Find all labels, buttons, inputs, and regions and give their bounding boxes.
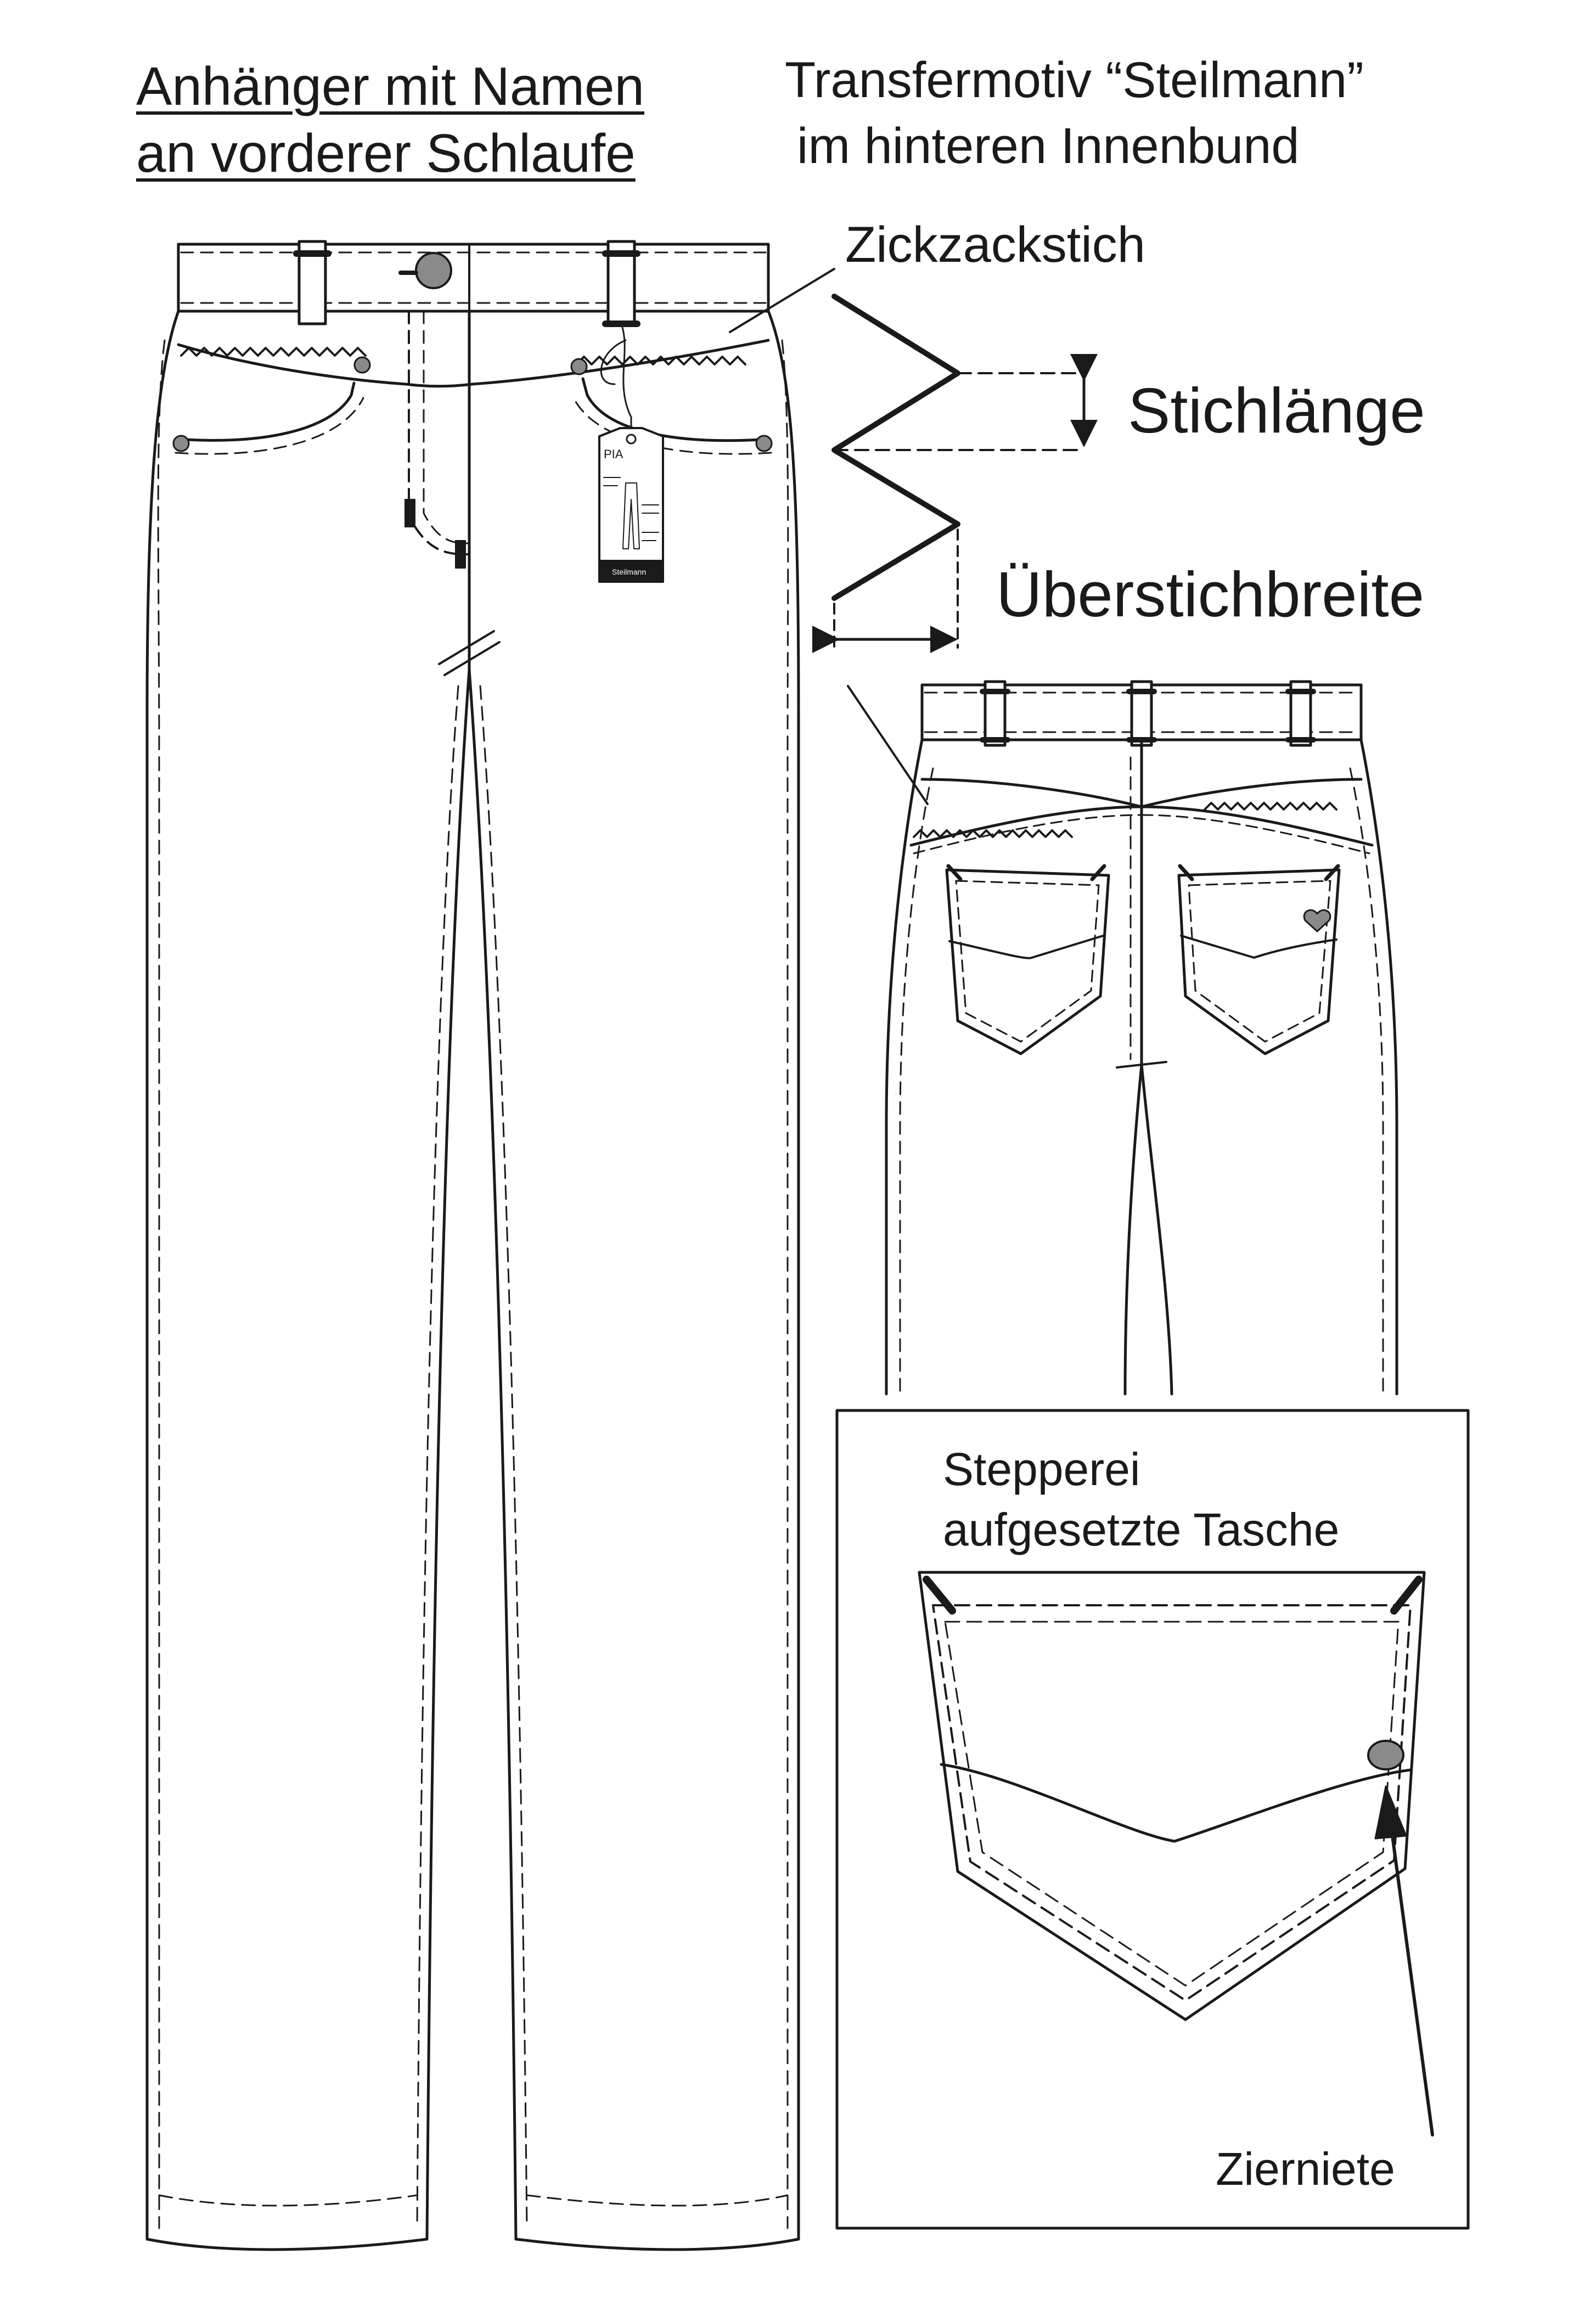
rivet-pointer-line bbox=[1390, 1826, 1434, 2137]
zigzag-stitch-sample bbox=[831, 294, 960, 601]
hangtag-model: PIA bbox=[604, 447, 623, 461]
label-stitch-length: Stichlänge bbox=[1128, 375, 1425, 446]
back-pocket-left bbox=[945, 868, 1110, 1055]
front-left-hem bbox=[145, 2237, 429, 2251]
front-fly-stitch bbox=[408, 310, 470, 555]
pocket-detail bbox=[918, 1571, 1434, 2137]
front-view-trousers bbox=[145, 240, 800, 2251]
front-rivet-left-icon bbox=[172, 435, 190, 452]
front-right-inseam bbox=[468, 668, 518, 2241]
front-zigzag-stitch-right bbox=[575, 356, 746, 366]
transfer-leader-line bbox=[847, 685, 929, 805]
hangtag bbox=[598, 427, 664, 583]
detail-pocket-outline bbox=[918, 1571, 1426, 2021]
back-heart-rivet-icon bbox=[1303, 909, 1331, 932]
label-transfer-line1: Transfermotiv “Steilmann” bbox=[785, 52, 1364, 108]
detail-box-frame bbox=[835, 1409, 1470, 2230]
back-left-side-seam bbox=[885, 738, 924, 1396]
back-pocket-right bbox=[1177, 868, 1341, 1055]
rivet-pointer-arrow-icon bbox=[1374, 1785, 1407, 1840]
front-pocket-left bbox=[177, 381, 356, 442]
zigzag-leader-line bbox=[729, 268, 835, 333]
back-view-trousers bbox=[885, 680, 1398, 1396]
front-left-side-seam bbox=[145, 310, 180, 2241]
back-zigzag-stitch-left bbox=[913, 829, 1073, 838]
front-waistband bbox=[177, 243, 770, 313]
label-tag-line1: Anhänger mit Namen bbox=[136, 56, 645, 116]
front-right-side-seam bbox=[767, 310, 800, 2241]
zigzag-stitch-diagram bbox=[812, 294, 1098, 653]
label-transfer-line2: im hinteren Innenbund bbox=[797, 118, 1300, 174]
label-rivet: Zierniete bbox=[1216, 2143, 1395, 2195]
hangtag-brand: Steilmann bbox=[612, 567, 646, 576]
back-zigzag-stitch-right bbox=[1204, 802, 1338, 811]
front-zigzag-stitch-left bbox=[180, 347, 367, 357]
front-rivet-right-icon bbox=[755, 435, 773, 452]
front-left-inseam bbox=[425, 668, 471, 2241]
front-button-icon bbox=[415, 252, 452, 289]
label-tag-line2: an vorderer Schlaufe bbox=[136, 123, 636, 183]
detail-rivet-icon bbox=[1367, 1740, 1404, 1770]
back-right-side-seam bbox=[1359, 738, 1398, 1396]
label-zigzag: Zickzackstich bbox=[845, 217, 1145, 273]
label-detail-line1: Stepperei bbox=[943, 1443, 1140, 1495]
label-overstitch-width: Überstichbreite bbox=[996, 559, 1425, 630]
label-detail-line2: aufgesetzte Tasche bbox=[943, 1504, 1340, 1555]
front-right-hem bbox=[514, 2237, 800, 2251]
